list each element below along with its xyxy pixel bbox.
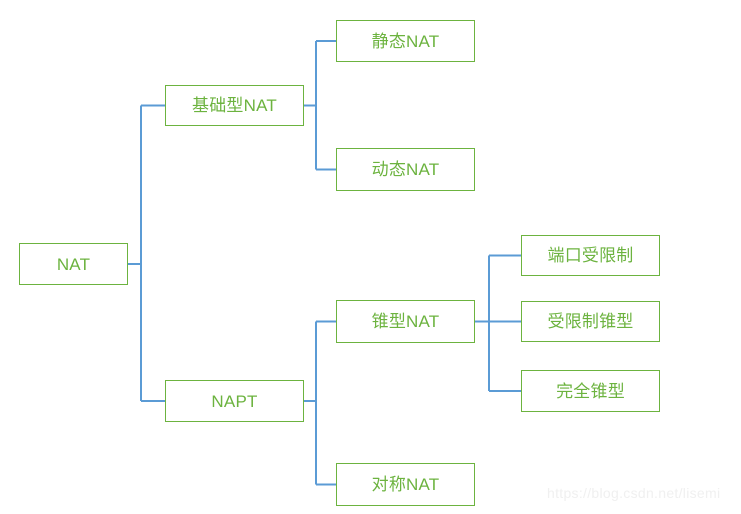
node-dynamic-nat[interactable]: 动态NAT [336, 148, 475, 191]
node-port-restricted-cone[interactable]: 端口受限制 [521, 235, 660, 276]
watermark-text: https://blog.csdn.net/lisemi [547, 485, 721, 501]
node-nat[interactable]: NAT [19, 243, 128, 285]
node-cone-nat[interactable]: 锥型NAT [336, 300, 475, 343]
node-basic-nat[interactable]: 基础型NAT [165, 85, 304, 126]
node-static-nat[interactable]: 静态NAT [336, 20, 475, 62]
node-symmetric-nat[interactable]: 对称NAT [336, 463, 475, 506]
node-restricted-cone[interactable]: 受限制锥型 [521, 301, 660, 342]
node-full-cone[interactable]: 完全锥型 [521, 370, 660, 412]
node-napt[interactable]: NAPT [165, 380, 304, 422]
